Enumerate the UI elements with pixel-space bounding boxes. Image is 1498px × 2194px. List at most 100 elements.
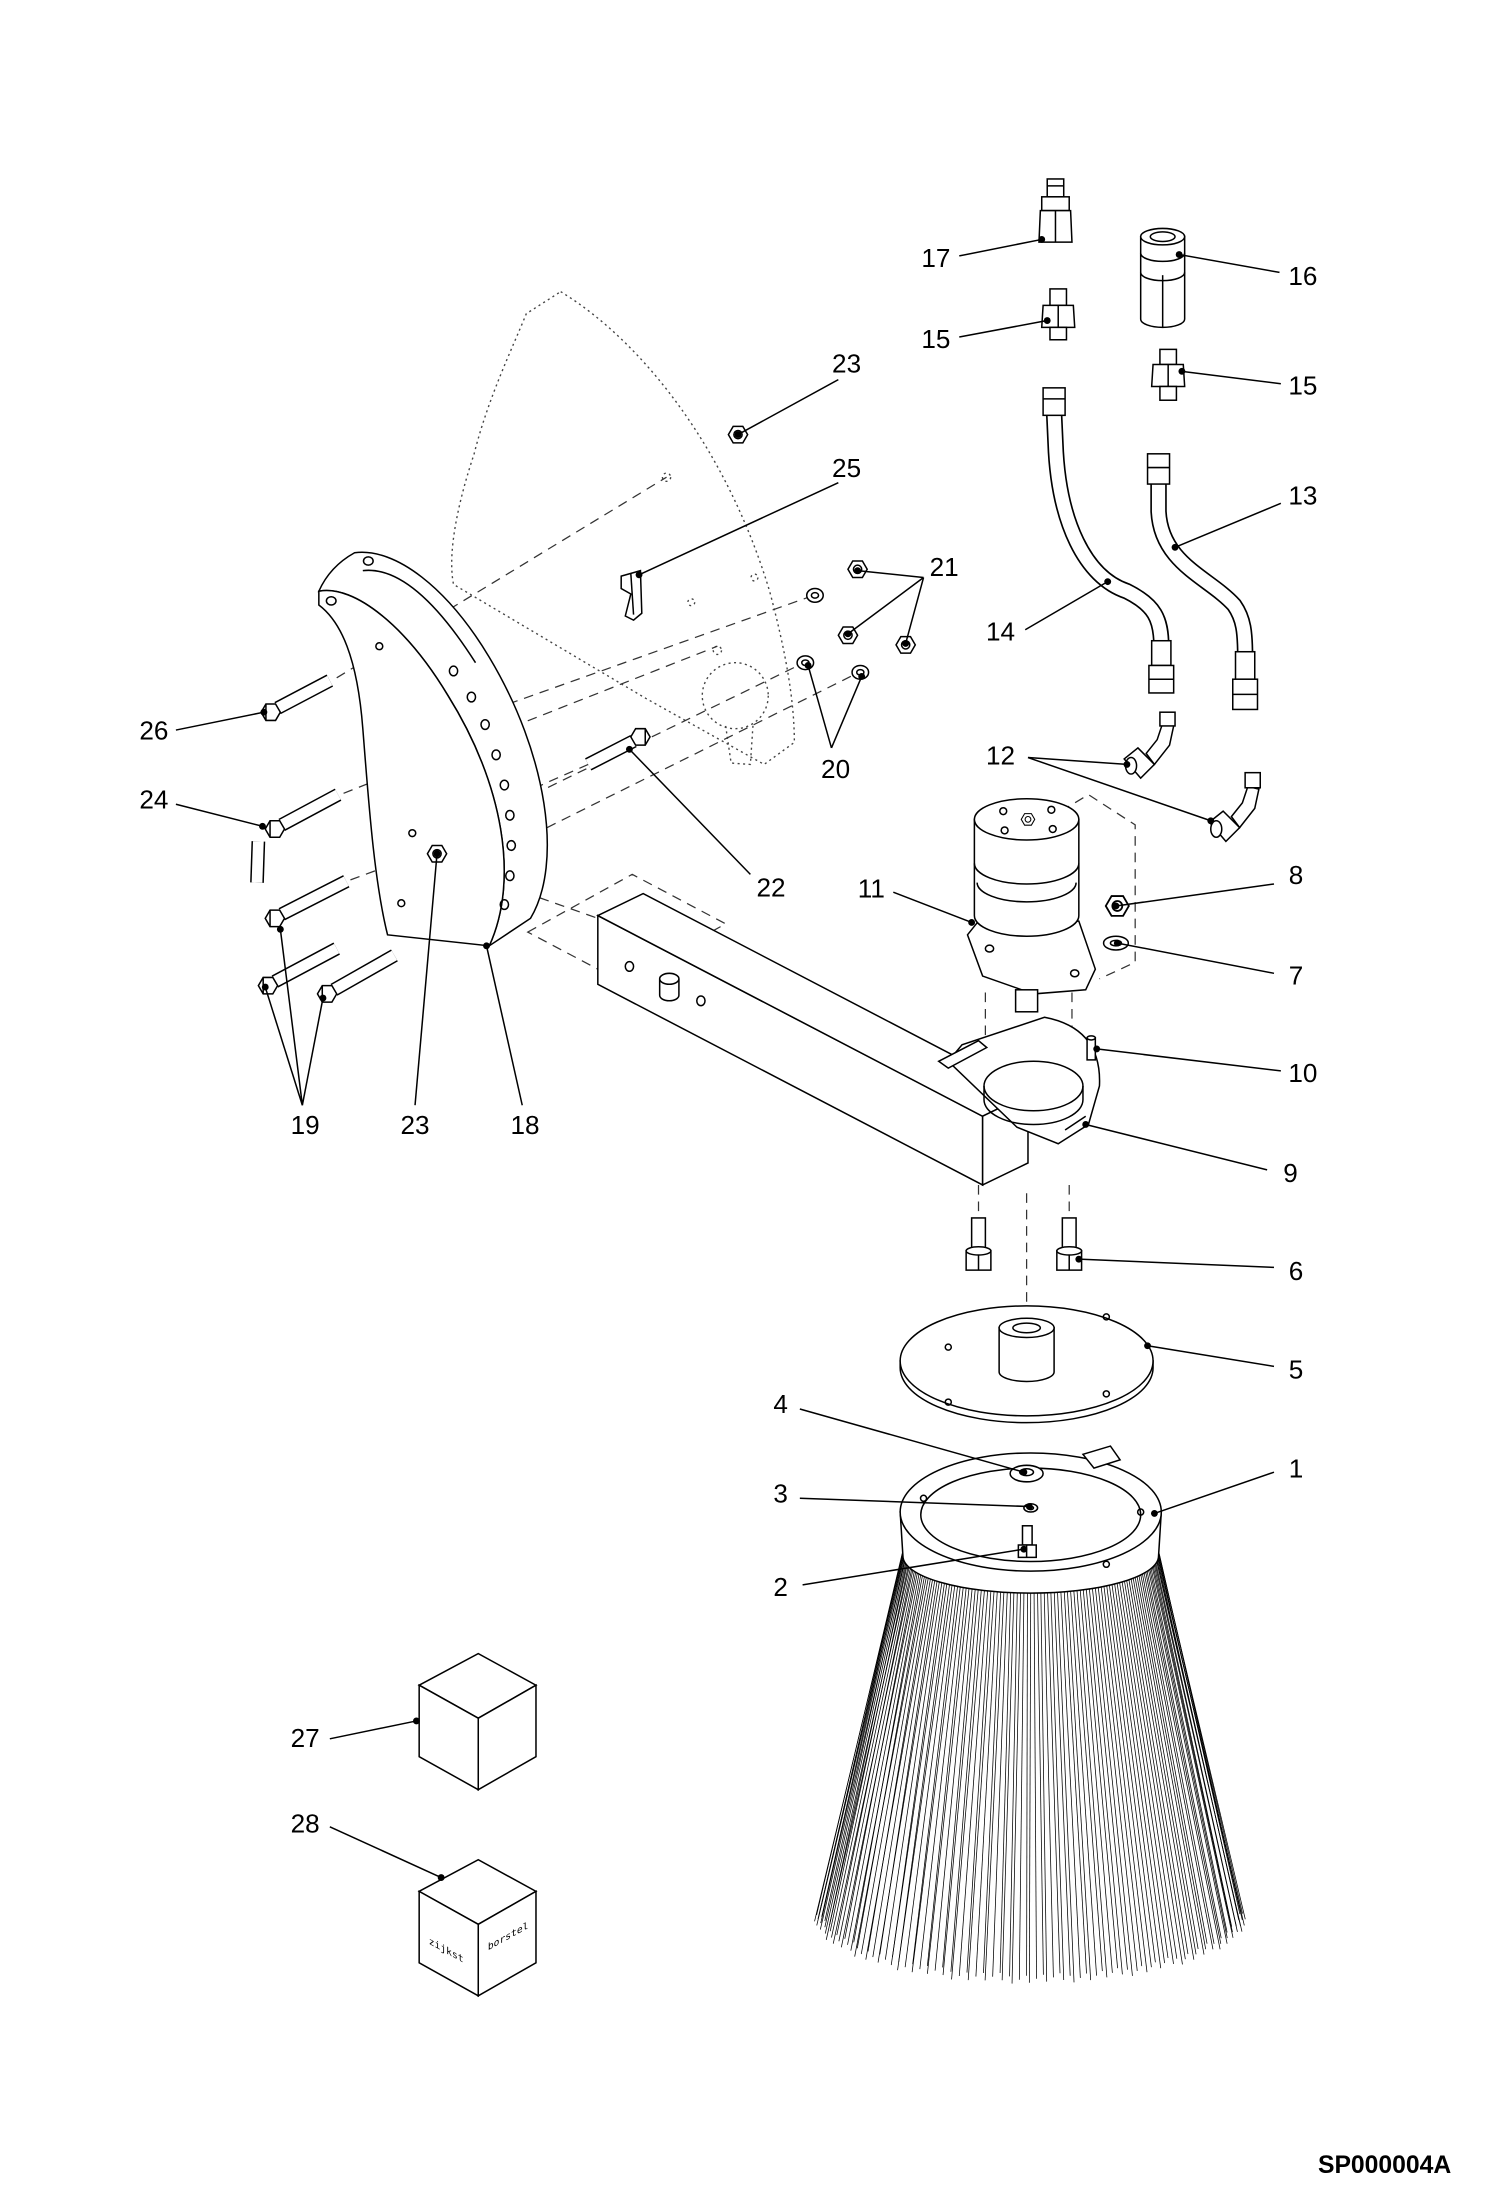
callout-16: 16 [1288, 261, 1317, 291]
bolt-6-b [1056, 1217, 1083, 1271]
brush-bristle [1018, 1586, 1025, 1980]
brush-bristle [1091, 1581, 1133, 1976]
brush-arm-beam [596, 892, 1101, 1187]
leader-15-left [959, 317, 1051, 338]
brush-bristle [927, 1581, 971, 1974]
leader-21 [844, 567, 925, 647]
brush-bristle [1105, 1579, 1156, 1963]
brush-bristle [831, 1563, 912, 1938]
leader-4 [799, 1408, 1028, 1476]
callout-28: 28 [291, 1808, 320, 1838]
leader-14 [1024, 578, 1112, 631]
brush-bristle [816, 1550, 904, 1915]
bolt-26 [260, 674, 334, 722]
brush-bristle [898, 1578, 951, 1963]
brush-bristle [1076, 1583, 1108, 1978]
brush-bristle [1147, 1565, 1228, 1944]
brush-bristle [897, 1578, 954, 1971]
callout-2: 2 [773, 1572, 788, 1602]
leader-28 [329, 1826, 445, 1882]
brush-bristle [1129, 1572, 1197, 1955]
brush-bristle [884, 1576, 944, 1960]
callout-24: 24 [139, 784, 168, 814]
brush-bristle [1151, 1561, 1233, 1933]
adapter-15-left [1040, 288, 1076, 341]
brush-bristle [892, 1576, 946, 1957]
callout-9: 9 [1283, 1158, 1298, 1188]
brush-bristle [854, 1571, 928, 1957]
brush-bristle [872, 1574, 937, 1958]
callout-10: 10 [1288, 1058, 1317, 1088]
callout-12: 12 [986, 740, 1015, 770]
callout-19: 19 [291, 1110, 320, 1140]
leader-15-right [1178, 367, 1281, 385]
bolt-22 [585, 727, 651, 771]
brush-bristle [1158, 1552, 1246, 1920]
brush-bristle [1108, 1578, 1162, 1969]
brush-bristle [1155, 1557, 1243, 1932]
brush-bristle [821, 1554, 904, 1917]
brush-bristle [1140, 1568, 1215, 1944]
callout-8: 8 [1289, 860, 1304, 890]
brush-bristle [1066, 1584, 1092, 1981]
brush-bristle [1094, 1581, 1138, 1971]
brush-bristle [836, 1564, 914, 1936]
brush-bristle [824, 1560, 909, 1934]
callout-11: 11 [858, 874, 885, 904]
brush-bristle [1127, 1573, 1195, 1960]
brush-bristle [911, 1580, 962, 1973]
callout-17: 17 [921, 243, 950, 273]
brush-bristle [819, 1551, 904, 1913]
hydraulic-motor [966, 798, 1097, 1013]
drawing-code: SP000004A [1318, 2152, 1451, 2179]
leader-8 [1112, 883, 1275, 910]
elbow-fitting-12-a [1123, 711, 1176, 780]
brush-bristle [934, 1582, 974, 1971]
leader-12 [1027, 756, 1215, 825]
callout-20: 20 [821, 754, 850, 784]
brush-bristle [1046, 1585, 1061, 1974]
brush-bristle [1033, 1586, 1037, 1979]
package-cube-27 [417, 1652, 538, 1791]
brush-bristle [1148, 1564, 1228, 1939]
brush-bristle [1144, 1566, 1222, 1944]
brush-bristle [820, 1556, 905, 1924]
brush-bristle [1120, 1575, 1183, 1965]
brush-bristle [1043, 1586, 1054, 1978]
callout-5: 5 [1289, 1355, 1304, 1385]
brush-bristle [1011, 1586, 1022, 1984]
brush-bristle [1125, 1574, 1189, 1955]
leader-27 [329, 1717, 420, 1740]
brush-bristle [1157, 1555, 1245, 1926]
leader-26 [175, 708, 268, 731]
brush-bristles [814, 1550, 1246, 1984]
brush-bristle [966, 1584, 992, 1973]
callout-13: 13 [1288, 481, 1317, 511]
brush-bristle [853, 1569, 923, 1943]
hose-14 [1042, 387, 1175, 694]
brush-bristle [1085, 1582, 1123, 1975]
leader-20 [804, 662, 866, 749]
brush-bristle [1145, 1565, 1222, 1939]
leader-9 [1082, 1121, 1268, 1171]
brush-bristle [919, 1580, 965, 1970]
brush-bristle [1152, 1560, 1233, 1927]
quick-coupling-16 [1139, 227, 1186, 329]
hub-cylinder [998, 1317, 1055, 1383]
brush-bristle [951, 1583, 986, 1980]
brush-bristle [1072, 1584, 1103, 1972]
leader-24 [175, 803, 266, 830]
brush-bristle [1009, 1586, 1018, 1977]
leader-25 [635, 481, 839, 579]
callout-1: 1 [1289, 1454, 1304, 1484]
leader-17 [959, 235, 1046, 257]
brush-bristle [1050, 1585, 1065, 1981]
brush-bristle [867, 1572, 932, 1952]
brush-bristle [1118, 1576, 1178, 1959]
brush-bristle [999, 1585, 1012, 1973]
brush-bristle [992, 1585, 1008, 1977]
brush-bristle [912, 1579, 959, 1965]
bolt-19-b [257, 942, 340, 995]
brush-bristle [1063, 1584, 1087, 1974]
